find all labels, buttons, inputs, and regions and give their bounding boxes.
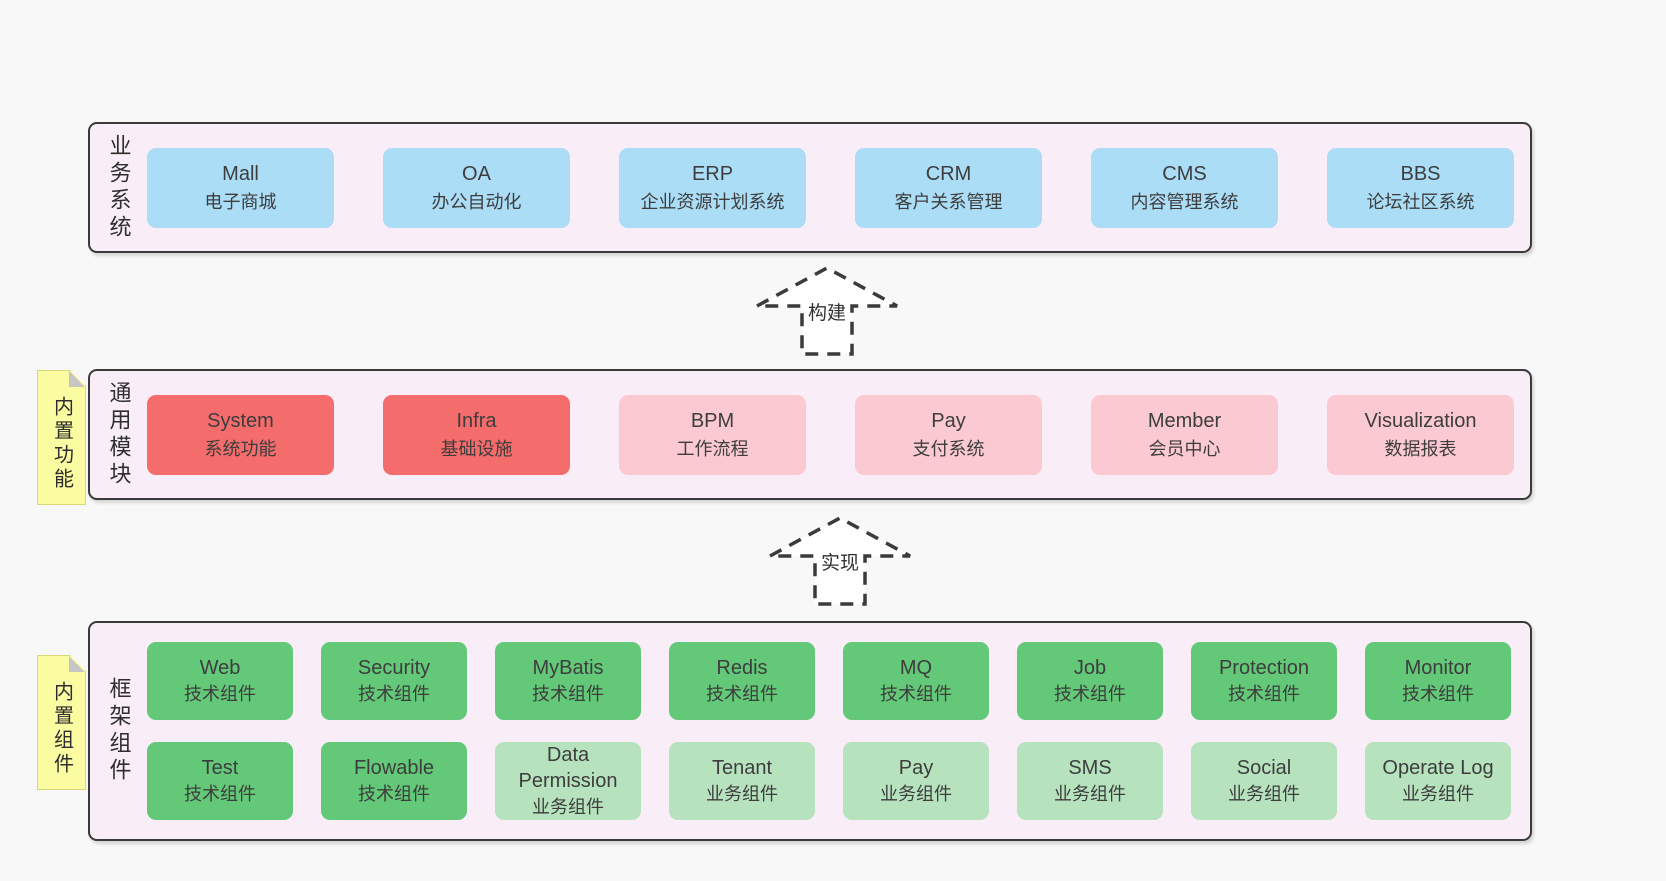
box-web: Web 技术组件 <box>147 642 293 720</box>
layer-business-systems: 业务系统 Mall 电子商城 OA 办公自动化 ERP 企业资源计划系统 CRM… <box>88 122 1532 253</box>
box-oa: OA 办公自动化 <box>383 147 570 228</box>
box-erp: ERP 企业资源计划系统 <box>619 147 806 228</box>
box-bpm: BPM 工作流程 <box>619 394 806 475</box>
box-mq: MQ 技术组件 <box>843 642 989 720</box>
implement-arrow-label: 实现 <box>820 553 860 574</box>
box-data-permission: Data Permission 业务组件 <box>495 742 641 820</box>
module-boxes-row: System 系统功能 Infra 基础设施 BPM 工作流程 Pay 支付系统… <box>147 394 1530 475</box>
layer-label-modules: 通用模块 <box>106 380 132 489</box>
box-operate-log: Operate Log 业务组件 <box>1365 742 1511 820</box>
build-arrow: 构建 <box>752 265 902 357</box>
business-boxes-row: Mall 电子商城 OA 办公自动化 ERP 企业资源计划系统 CRM 客户关系… <box>147 147 1530 228</box>
layer-framework-components: 框架组件 Web 技术组件 Security 技术组件 MyBatis 技术组件… <box>88 621 1532 841</box>
box-protection: Protection 技术组件 <box>1191 642 1337 720</box>
box-infra: Infra 基础设施 <box>383 394 570 475</box>
box-system: System 系统功能 <box>147 394 334 475</box>
box-bbs: BBS 论坛社区系统 <box>1327 147 1514 228</box>
box-pay-business: Pay 业务组件 <box>843 742 989 820</box>
up-arrow-icon <box>756 266 898 356</box>
layer-label-business: 业务系统 <box>106 133 132 242</box>
box-member: Member 会员中心 <box>1091 394 1278 475</box>
component-row-top: Web 技术组件 Security 技术组件 MyBatis 技术组件 Redi… <box>147 642 1530 720</box>
build-arrow-label: 构建 <box>807 303 847 324</box>
sticky-note-builtin-functions: 内置功能 <box>37 370 86 505</box>
box-crm: CRM 客户关系管理 <box>855 147 1042 228</box>
box-test: Test 技术组件 <box>147 742 293 820</box>
box-job: Job 技术组件 <box>1017 642 1163 720</box>
box-tenant: Tenant 业务组件 <box>669 742 815 820</box>
sticky-note-label: 内置组件 <box>50 680 73 777</box>
note-fold-corner <box>69 656 85 672</box>
implement-arrow: 实现 <box>765 515 915 607</box>
box-cms: CMS 内容管理系统 <box>1091 147 1278 228</box>
box-redis: Redis 技术组件 <box>669 642 815 720</box>
component-row-bottom: Test 技术组件 Flowable 技术组件 Data Permission … <box>147 742 1530 820</box>
layer-label-components: 框架组件 <box>106 677 132 785</box>
box-social: Social 业务组件 <box>1191 742 1337 820</box>
box-mybatis: MyBatis 技术组件 <box>495 642 641 720</box>
layer-common-modules: 通用模块 System 系统功能 Infra 基础设施 BPM 工作流程 Pay… <box>88 369 1532 500</box>
box-sms: SMS 业务组件 <box>1017 742 1163 820</box>
box-monitor: Monitor 技术组件 <box>1365 642 1511 720</box>
box-pay: Pay 支付系统 <box>855 394 1042 475</box>
box-mall: Mall 电子商城 <box>147 147 334 228</box>
box-visualization: Visualization 数据报表 <box>1327 394 1514 475</box>
note-fold-corner <box>69 371 85 387</box>
component-rows: Web 技术组件 Security 技术组件 MyBatis 技术组件 Redi… <box>147 642 1530 820</box>
box-flowable: Flowable 技术组件 <box>321 742 467 820</box>
sticky-note-builtin-components: 内置组件 <box>37 655 86 790</box>
sticky-note-label: 内置功能 <box>50 395 73 492</box>
up-arrow-icon <box>769 516 911 606</box>
box-security: Security 技术组件 <box>321 642 467 720</box>
